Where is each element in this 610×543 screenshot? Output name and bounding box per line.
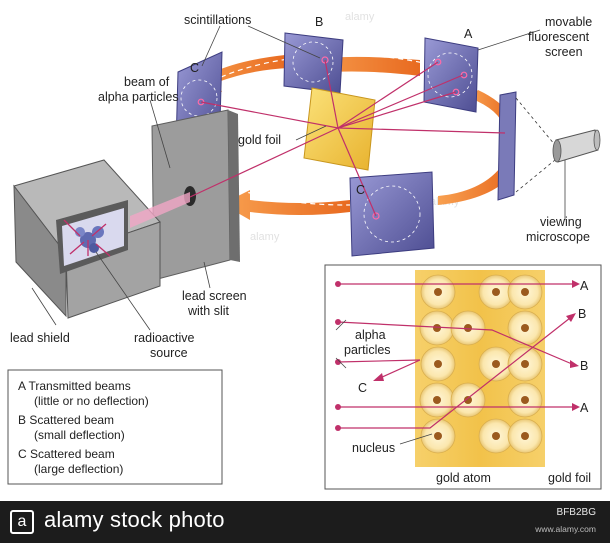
inset-label-nucleus: nucleus [352, 441, 395, 455]
label-screen-c-left: C [190, 61, 199, 75]
atom-nucleus [433, 324, 441, 332]
atom-nucleus [521, 324, 529, 332]
label-beam: alpha particles [98, 90, 179, 104]
label-lead-screen: lead screen [182, 289, 247, 303]
label-movable-screen: screen [545, 45, 583, 59]
label-gold-foil: gold foil [238, 133, 281, 147]
screen-a-top [423, 37, 479, 113]
brand-text: alamy stock photo [44, 507, 225, 532]
label-movable-screen: movable [545, 15, 592, 29]
screen-c-bottom [349, 171, 435, 257]
inset-label-gold-atom: gold atom [436, 471, 491, 485]
atom-nucleus [434, 288, 442, 296]
label-screen-a: A [464, 27, 473, 41]
image-id: BFB2BG [556, 507, 596, 518]
watermark-text: alamy [250, 231, 280, 243]
leader-lines [31, 25, 566, 331]
label-radioactive-source: radioactive [134, 331, 194, 345]
legend-a-title: A Transmitted beams [18, 379, 131, 393]
atom-nucleus [521, 288, 529, 296]
alamy-logo-icon: a [10, 510, 34, 534]
stock-photo-footer: a alamy stock photo BFB2BG www.alamy.com [0, 501, 610, 543]
label-lead-screen: with slit [187, 304, 230, 318]
legend-box: A Transmitted beams (little or no deflec… [7, 369, 223, 485]
atom-nucleus [492, 432, 500, 440]
label-lead-shield: lead shield [10, 331, 70, 345]
atom-nucleus [521, 360, 529, 368]
label-screen-b: B [315, 15, 323, 29]
atom-nucleus [434, 432, 442, 440]
inset-label-b-lower: B [580, 359, 588, 373]
inset-label-c: C [358, 381, 367, 395]
inset-label-gold-foil: gold foil [548, 471, 591, 485]
label-screen-c-bottom: C [356, 183, 365, 197]
atom-nucleus [464, 396, 472, 404]
inset-label-a-lower: A [580, 401, 589, 415]
alpha-beams [63, 59, 506, 257]
atom-nucleus [492, 360, 500, 368]
label-scintillations: scintillations [184, 13, 251, 27]
atom-nucleus [434, 360, 442, 368]
inset-label-a-top: A [580, 279, 589, 293]
footer-url: www.alamy.com [535, 524, 596, 534]
atom-nucleus [433, 396, 441, 404]
legend-c-desc: (large deflection) [34, 462, 123, 476]
label-movable-screen: fluorescent [528, 30, 590, 44]
label-beam: beam of [124, 75, 170, 89]
label-viewing-microscope: microscope [526, 230, 590, 244]
legend-c-title: C Scattered beam [18, 447, 115, 461]
atom-nucleus [492, 288, 500, 296]
label-radioactive-source: source [150, 346, 188, 360]
screen-b-top [283, 32, 344, 94]
atom-nucleus [521, 396, 529, 404]
inset-label-alpha-particles: particles [344, 343, 391, 357]
inset-atomic-view: A B B A C alpha particles nucleus gold a… [324, 264, 602, 490]
lead-screen-with-slit [151, 109, 240, 281]
rutherford-diagram: alamy alamy alamy alamy [7, 11, 602, 490]
watermark-text: alamy [345, 11, 375, 23]
legend-a-desc: (little or no deflection) [34, 394, 149, 408]
inset-label-alpha-particles: alpha [355, 328, 386, 342]
viewing-microscope [515, 97, 601, 193]
legend-b-desc: (small deflection) [34, 428, 125, 442]
screen-right-edge [497, 91, 517, 201]
label-viewing-microscope: viewing [540, 215, 582, 229]
inset-label-b-upper: B [578, 307, 586, 321]
legend-b-title: B Scattered beam [18, 413, 114, 427]
inset-trajectories [335, 280, 580, 431]
atom-nucleus [521, 432, 529, 440]
atom-nucleus [464, 324, 472, 332]
